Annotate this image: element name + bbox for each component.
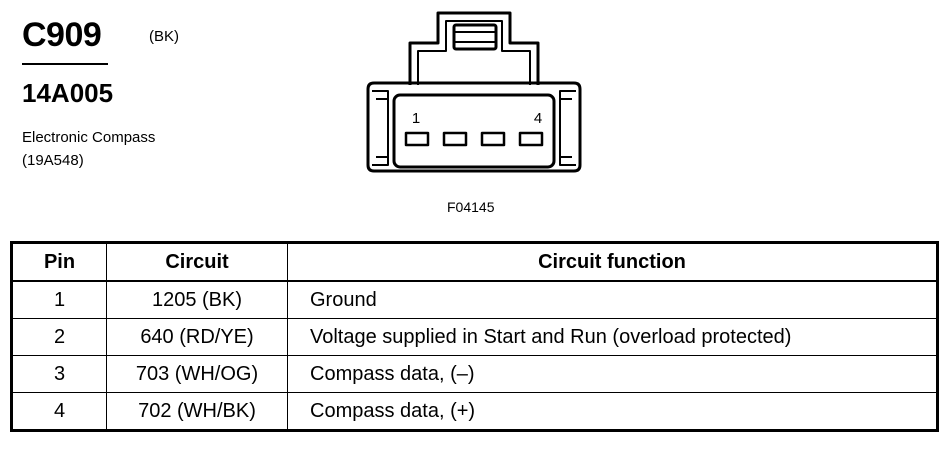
circuit-cell: 703 (WH/OG): [106, 355, 288, 393]
table-row: 4 702 (WH/BK) Compass data, (+): [11, 392, 938, 431]
component-ref: (19A548): [22, 152, 84, 169]
part-number: 14A005: [22, 78, 114, 108]
connector-id: C909: [22, 16, 102, 54]
connector-face: [392, 93, 556, 169]
function-cell: Voltage supplied in Start and Run (overl…: [287, 318, 938, 356]
connector-id-underline: [22, 63, 108, 65]
header-circuit-function: Circuit function: [287, 242, 938, 282]
pin-label-4: 4: [534, 110, 542, 127]
function-cell: Ground: [287, 280, 938, 319]
table-row: 2 640 (RD/YE) Voltage supplied in Start …: [11, 318, 938, 356]
circuit-cell: 640 (RD/YE): [106, 318, 288, 356]
header-circuit: Circuit: [106, 242, 288, 282]
left-latch: [372, 90, 389, 166]
table-row: 1 1205 (BK) Ground: [11, 280, 938, 319]
connector-body: [366, 81, 582, 173]
component-name: Electronic Compass: [22, 129, 156, 146]
pin-cell: 3: [11, 355, 107, 393]
header-pin: Pin: [11, 242, 107, 282]
terminal-3: [480, 131, 506, 147]
locking-tab: [452, 23, 498, 51]
right-latch: [559, 90, 576, 166]
table-header-row: Pin Circuit Circuit function: [11, 242, 938, 282]
circuit-cell: 1205 (BK): [106, 280, 288, 319]
connector-housing: [408, 11, 540, 85]
terminal-2: [442, 131, 468, 147]
circuit-cell: 702 (WH/BK): [106, 392, 288, 431]
connector-color: (BK): [149, 28, 179, 45]
pin-label-1: 1: [412, 110, 420, 127]
pinout-table: Pin Circuit Circuit function 1 1205 (BK)…: [10, 241, 939, 432]
terminal-1: [404, 131, 430, 147]
function-cell: Compass data, (–): [287, 355, 938, 393]
pin-cell: 2: [11, 318, 107, 356]
connector-face-drawing: 1 4: [366, 11, 582, 173]
function-cell: Compass data, (+): [287, 392, 938, 431]
pin-cell: 1: [11, 280, 107, 319]
figure-id: F04145: [447, 199, 495, 215]
terminal-4: [518, 131, 544, 147]
table-row: 3 703 (WH/OG) Compass data, (–): [11, 355, 938, 393]
pin-cell: 4: [11, 392, 107, 431]
